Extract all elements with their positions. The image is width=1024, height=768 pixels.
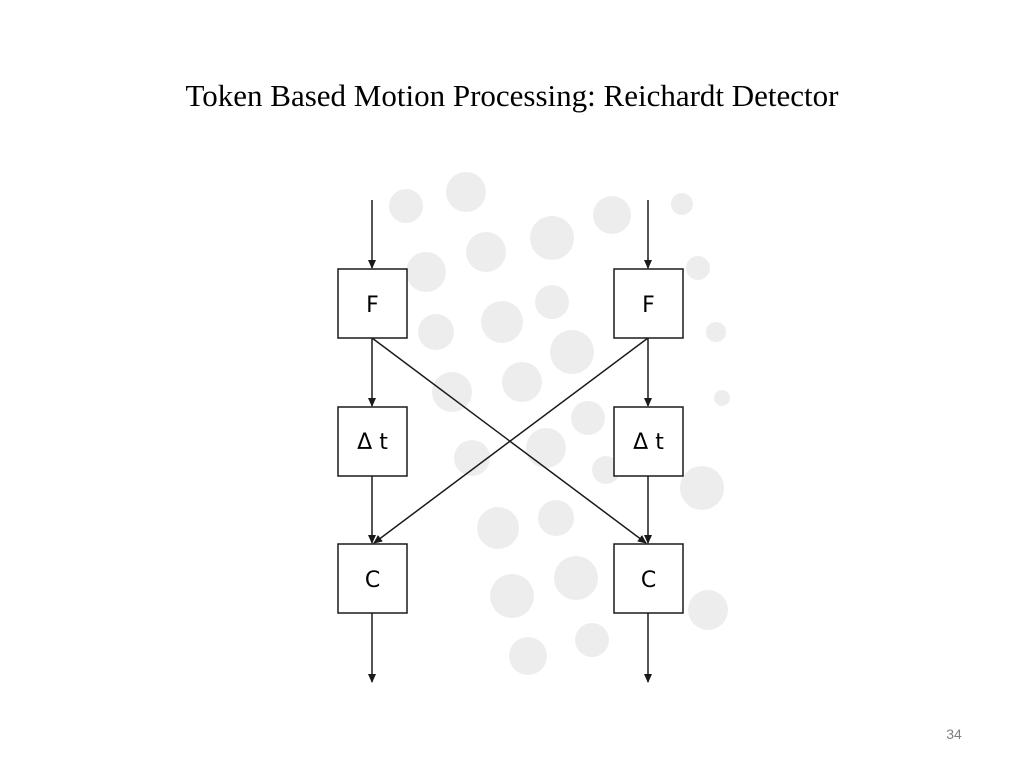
- left-filter-label: F: [366, 293, 379, 318]
- left-correlator-label: C: [365, 568, 380, 593]
- slide-title: Token Based Motion Processing: Reichardt…: [185, 78, 839, 113]
- right-correlator-label: C: [641, 568, 656, 593]
- right-filter-to-left-correlator-arrow: [373, 337, 649, 544]
- right-filter-box: F: [613, 268, 684, 339]
- right-delay-label: Δ t: [633, 430, 664, 455]
- background-dots: [389, 172, 730, 675]
- left-filter-box: F: [337, 268, 408, 339]
- right-filter-label: F: [642, 293, 655, 318]
- left-delay-label: Δ t: [357, 430, 388, 455]
- left-delay-box: Δ t: [337, 406, 408, 477]
- right-correlator-box: C: [613, 543, 684, 614]
- left-filter-to-right-correlator-arrow: [371, 337, 647, 544]
- left-correlator-box: C: [337, 543, 408, 614]
- right-delay-box: Δ t: [613, 406, 684, 477]
- page-number: 34: [946, 726, 962, 742]
